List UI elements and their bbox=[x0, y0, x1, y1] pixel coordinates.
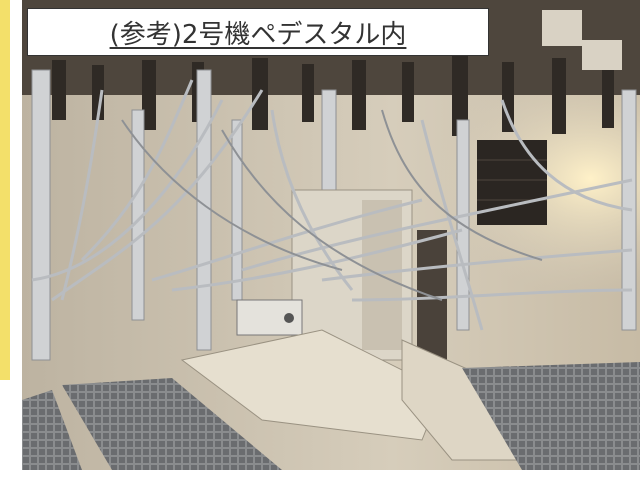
photo-caption: (参考)2号機ペデスタル内 bbox=[109, 19, 407, 50]
pedestal-photo bbox=[22, 0, 640, 470]
wall-opening bbox=[477, 140, 547, 225]
accent-stripe bbox=[0, 0, 10, 380]
cable-bundle bbox=[31, 79, 633, 331]
caption-box: (参考)2号機ペデスタル内 bbox=[27, 8, 489, 56]
floor-grating-right bbox=[462, 362, 640, 470]
pedestal-photo-drawing bbox=[22, 0, 640, 470]
floor-grating-center bbox=[62, 378, 282, 470]
left-margin bbox=[0, 0, 22, 478]
floor-grating-left bbox=[22, 390, 82, 470]
